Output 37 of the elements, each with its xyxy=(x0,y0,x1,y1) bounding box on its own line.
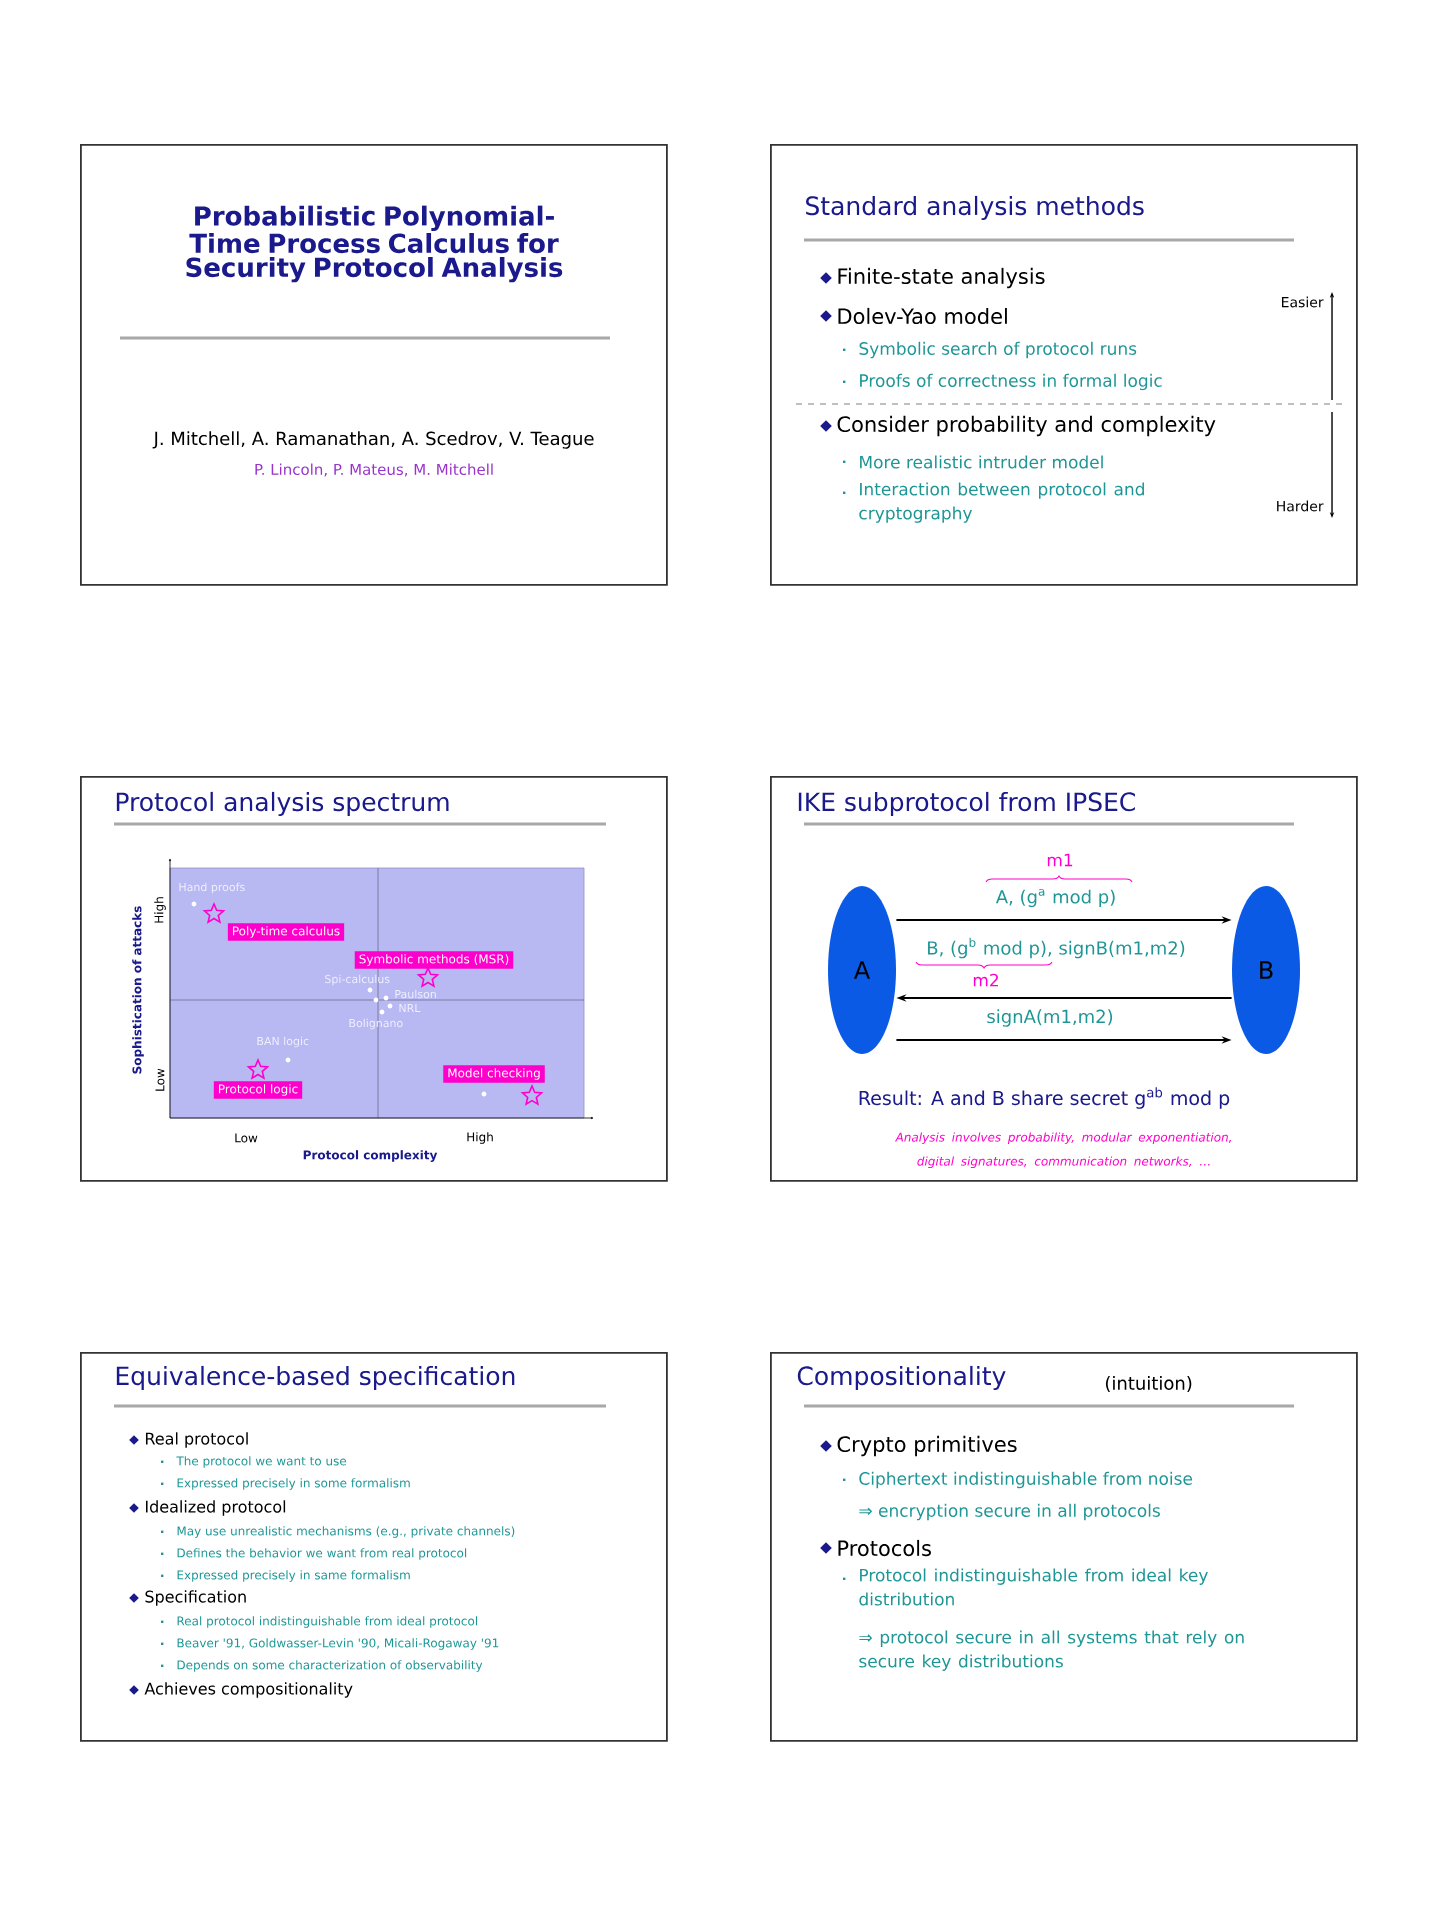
bullet-text: Idealized protocol xyxy=(145,1500,286,1516)
slide xyxy=(80,1352,668,1742)
author-list: J. Mitchell, A. Ramanathan, A. Scedrov, V. Teague xyxy=(152,431,594,449)
sub-bullet-text: More realistic intruder model xyxy=(860,455,1103,469)
bullet-text: Consider probability and complexity xyxy=(837,415,1216,437)
edge-label: A, (g$^{a}$ mod p) xyxy=(993,886,1119,910)
bullet-text: Specification xyxy=(145,1590,246,1606)
slide xyxy=(80,144,668,586)
edge-label: B, (g$^{b}$ mod p), signB(m1,m2) xyxy=(924,935,1188,961)
slide-title: Equivalence-based specification xyxy=(116,1365,515,1391)
bullet-text: Real protocol xyxy=(145,1432,248,1448)
sub-bullet-text: ⇒ encryption secure in all protocols xyxy=(859,1503,1160,1521)
slide-title: Compositionality xyxy=(797,1365,1006,1391)
slide-title: IKE subprotocol from IPSEC xyxy=(798,791,1135,817)
edge-label: signA(m1,m2) xyxy=(984,1007,1116,1029)
brace-label: m2 xyxy=(973,973,998,987)
slide-title: Probabilistic Polynomial-Time Process Calculus for Security Protocol Analysis xyxy=(186,205,563,283)
sub-bullet-text: Interaction between protocol and cryptography xyxy=(859,482,1144,523)
brace-label: m1 xyxy=(1047,853,1073,867)
sub-bullet-text: Proofs of correctness in formal logic xyxy=(860,373,1162,391)
slide-title: Protocol analysis spectrum xyxy=(116,791,449,817)
sub-bullet-text: Protocol indistinguishable from ideal key distribution xyxy=(859,1568,1208,1606)
bullet-text: Achieves compositionality xyxy=(144,1682,353,1698)
bullet-text: Crypto primitives xyxy=(837,1435,1017,1457)
bullet-text: Dolev-Yao model xyxy=(838,307,1007,325)
bullet-text: Protocols xyxy=(838,1539,931,1557)
sub-bullet-text: ⇒ protocol secure in all systems that rely on secure key distributions xyxy=(859,1630,1244,1671)
slide xyxy=(770,144,1358,586)
sub-bullet-text: Symbolic search of protocol runs xyxy=(859,341,1137,359)
result-text: Result: A and B share secret g$^{ab}$ mod p xyxy=(859,1087,1230,1109)
sub-bullet-text: Ciphertext indistinguishable from noise xyxy=(859,1471,1193,1489)
slide-title: Standard analysis methods xyxy=(806,195,1144,221)
slide-subtitle: (intuition) xyxy=(1105,1376,1192,1393)
slide xyxy=(80,776,668,1182)
slide xyxy=(770,1352,1358,1742)
slide xyxy=(770,776,1358,1182)
bullet-text: Finite-state analysis xyxy=(838,267,1045,289)
